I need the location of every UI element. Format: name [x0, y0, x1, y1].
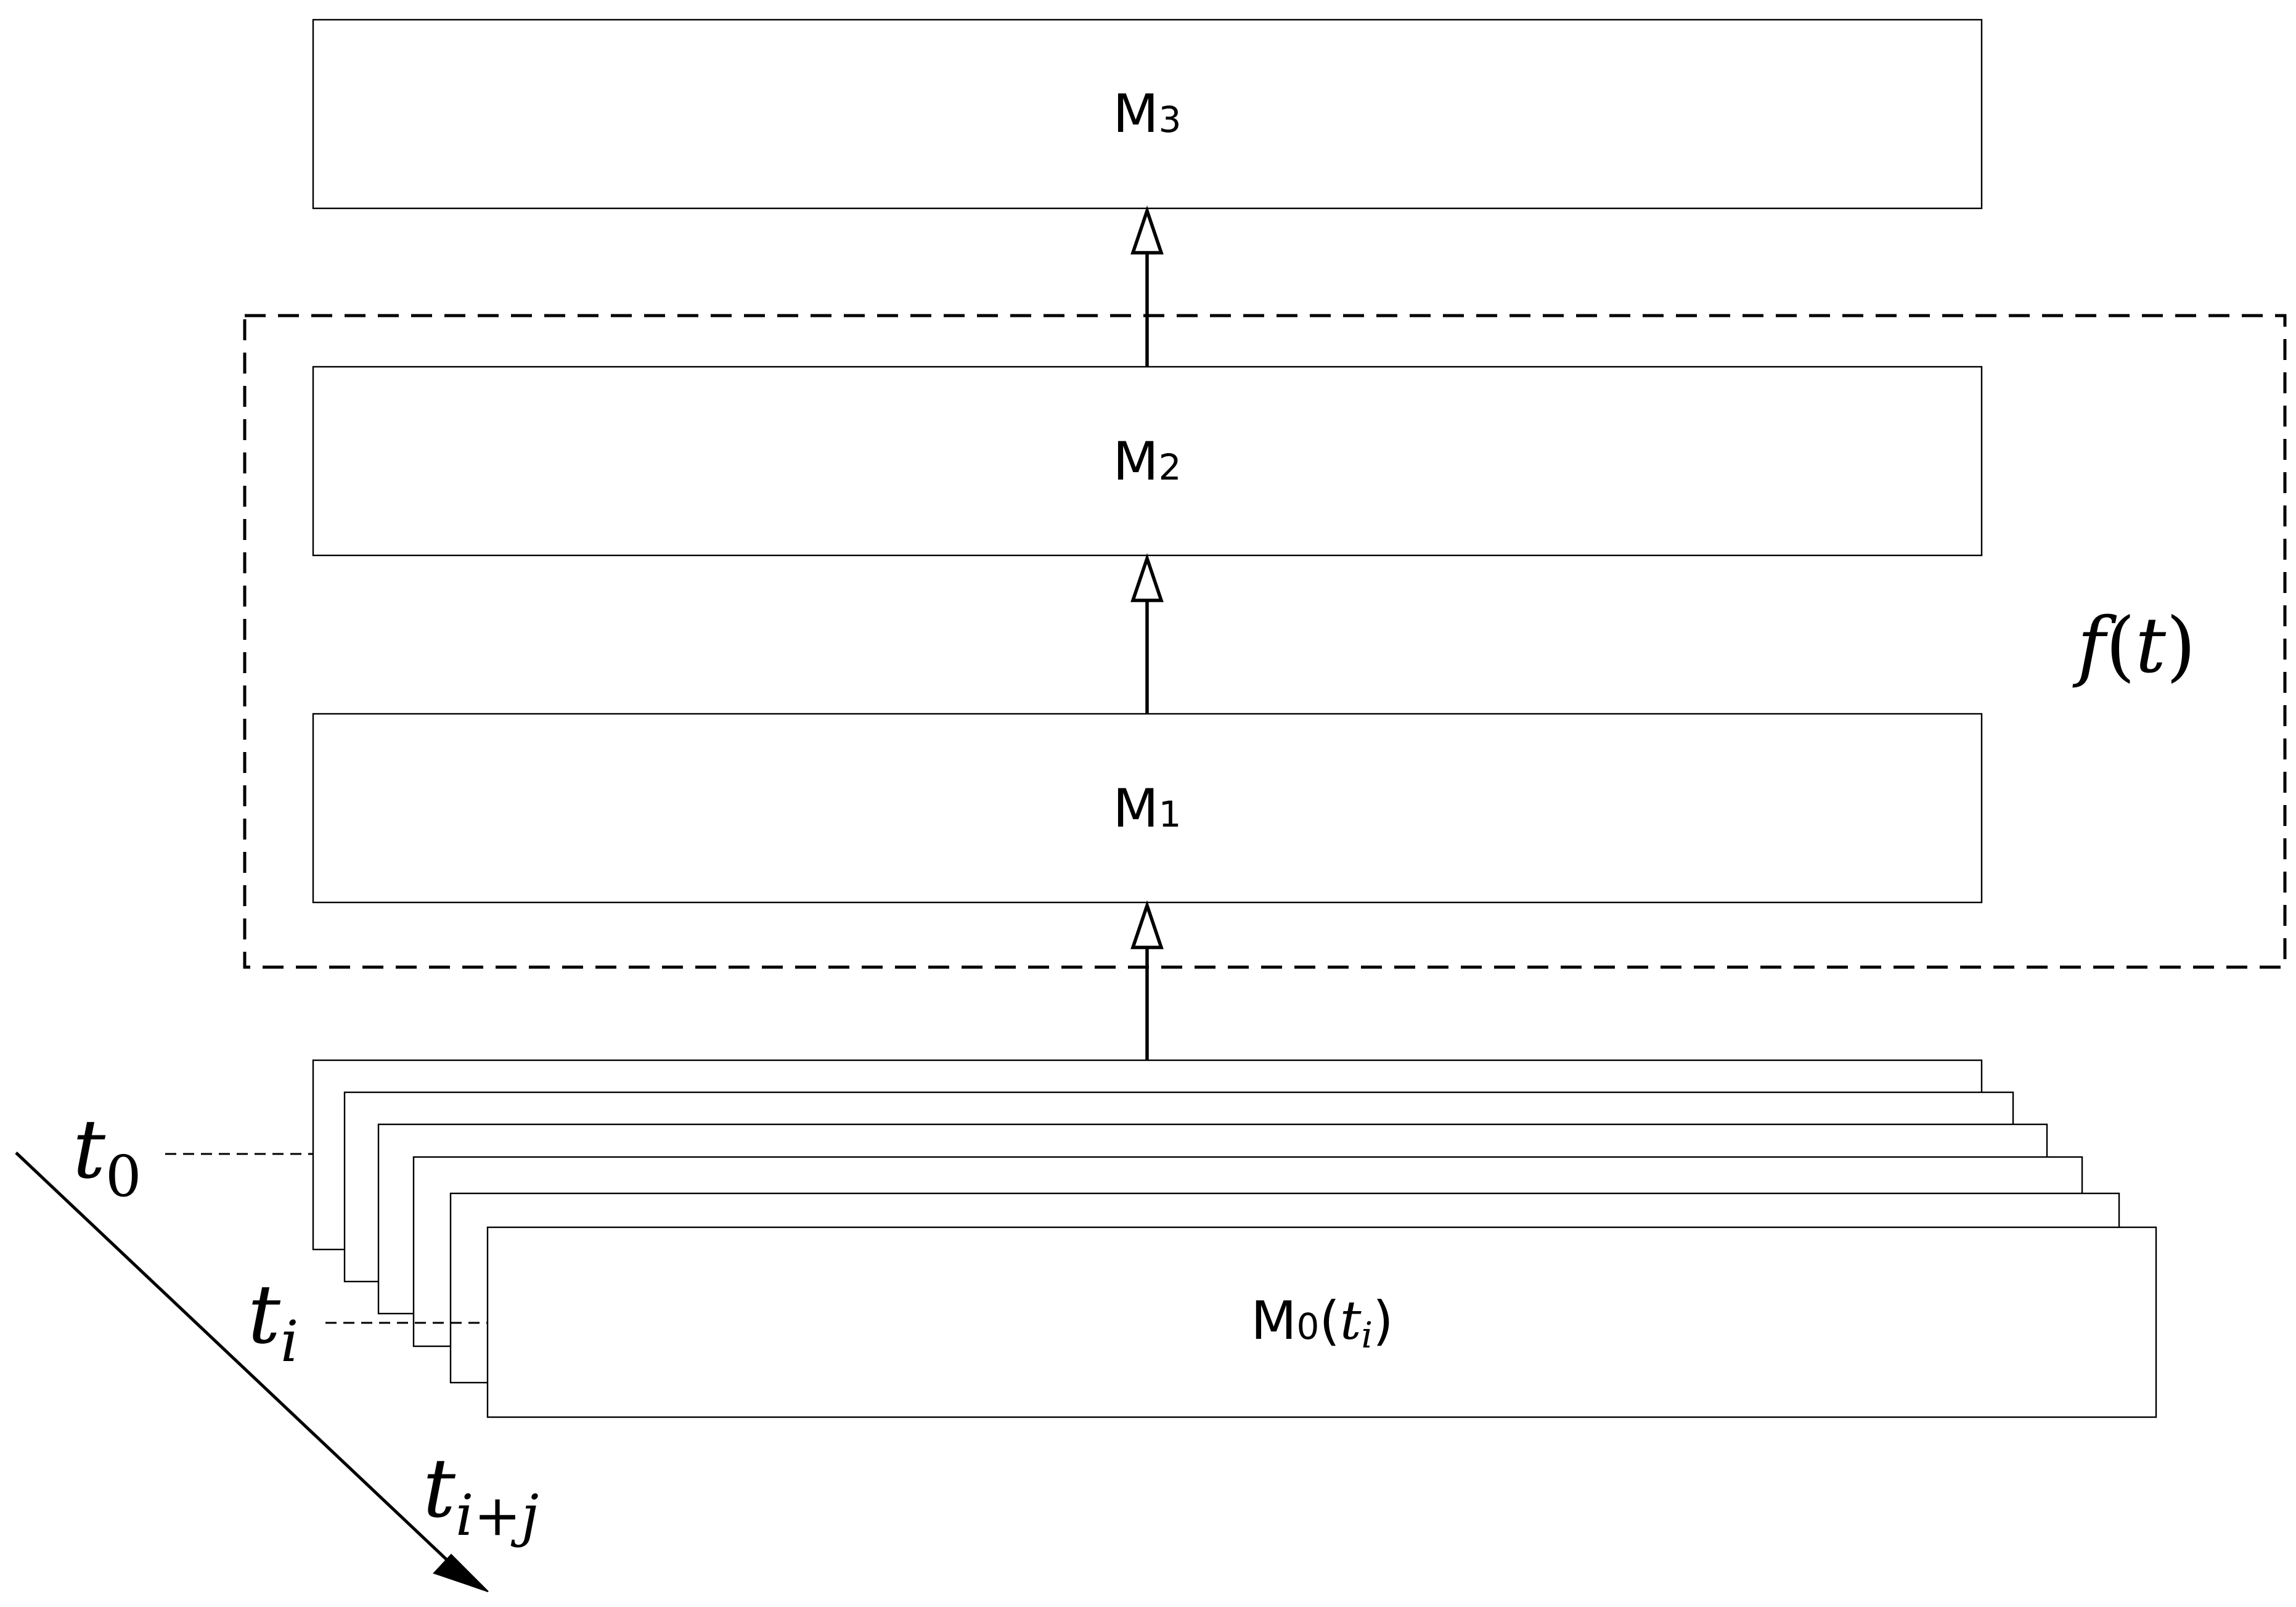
m0-frame-front — [486, 1226, 2157, 1418]
time-label-t0: t0 — [73, 1102, 142, 1209]
arrowhead-icon — [1130, 900, 1164, 949]
time-label-ti-var: t — [248, 1267, 281, 1362]
module-m3: M3 — [312, 18, 1983, 210]
time-axis — [15, 1151, 489, 1592]
module-m2-box — [312, 366, 1983, 557]
f-t-open-paren: ( — [2106, 602, 2135, 690]
m0-frame-stack: M0(ti) — [312, 1059, 2157, 1418]
module-m0-base: M — [1251, 1290, 1296, 1352]
time-label-t0-var: t — [73, 1102, 106, 1197]
module-m3-box — [312, 18, 1983, 210]
module-m0-sub: 0 — [1297, 1306, 1320, 1347]
time-label-ti: ti — [248, 1267, 298, 1375]
module-m2-base: M — [1113, 431, 1158, 493]
f-t-group-region — [243, 314, 2287, 969]
arrowhead-icon — [1130, 205, 1164, 255]
f-t-var: t — [2135, 602, 2167, 690]
module-m1-label: M1 — [1113, 778, 1181, 840]
module-m1-sub: 1 — [1159, 793, 1182, 835]
module-m1-base: M — [1113, 778, 1158, 840]
module-m0-open-paren: ( — [1319, 1290, 1340, 1352]
module-m0-label: M0(ti) — [1251, 1290, 1393, 1356]
arrow-m2-to-m3 — [1130, 205, 1164, 367]
arrow-m1-to-m2 — [1130, 553, 1164, 714]
module-m0-close-paren: ) — [1373, 1290, 1394, 1352]
module-m2: M2 — [312, 366, 1983, 557]
time-label-tij: ti+j — [423, 1441, 539, 1548]
module-m2-sub: 2 — [1159, 446, 1182, 488]
time-label-t0-sub: 0 — [105, 1143, 142, 1209]
module-m2-label: M2 — [1113, 431, 1181, 493]
f-t-close-paren: ) — [2166, 602, 2196, 690]
module-m1: M1 — [312, 713, 1983, 904]
time-label-ti-sub: i — [280, 1309, 298, 1375]
module-m0-arg-var: t — [1340, 1290, 1362, 1352]
f-t-label: f(t) — [2072, 602, 2196, 690]
arrow-m0-to-m1 — [1130, 900, 1164, 1061]
module-m3-base: M — [1113, 83, 1158, 145]
time-label-tij-sub: i+j — [456, 1482, 539, 1548]
module-m1-box — [312, 713, 1983, 904]
time-axis-arrowhead-icon — [433, 1553, 489, 1592]
time-label-tij-var: t — [423, 1441, 456, 1536]
module-m3-sub: 3 — [1159, 99, 1182, 141]
module-m3-label: M3 — [1113, 83, 1181, 145]
arrowhead-icon — [1130, 553, 1164, 602]
module-m0-arg-sub: i — [1362, 1314, 1373, 1356]
